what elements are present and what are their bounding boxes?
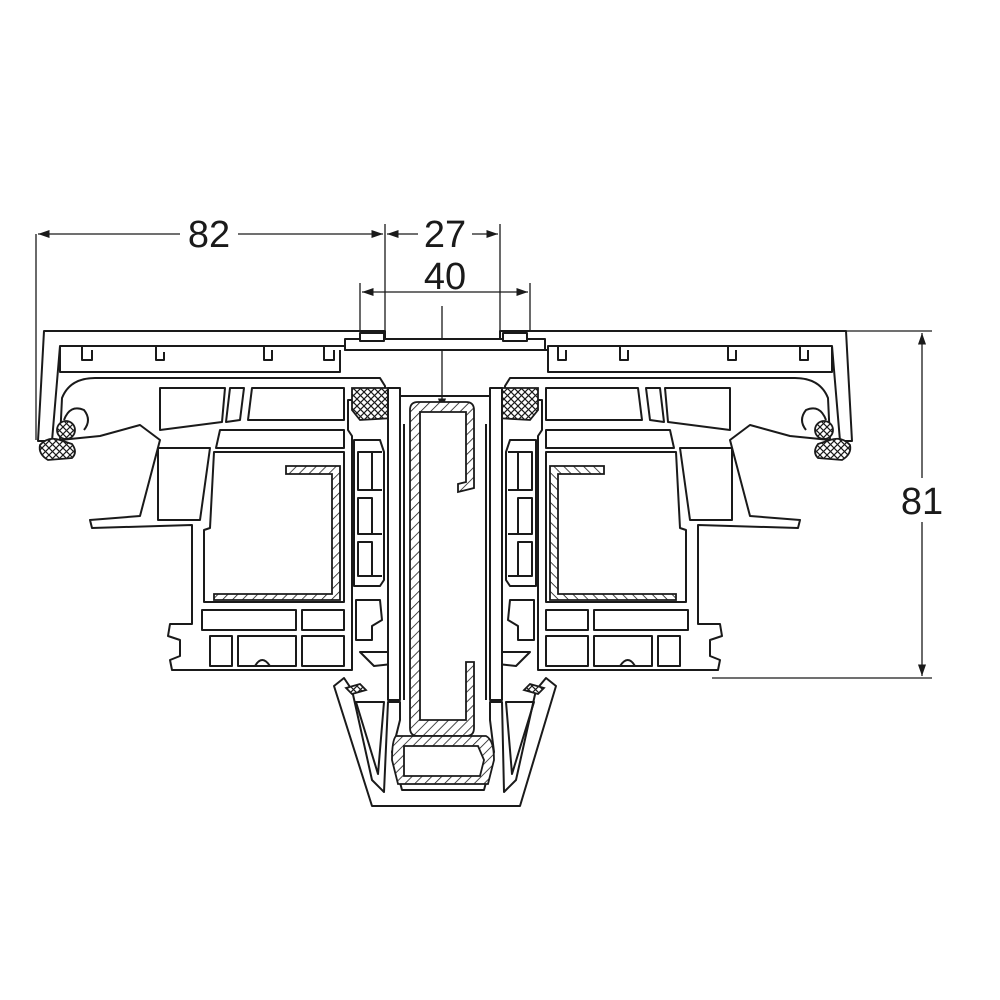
dimension-82: 82	[35, 214, 386, 440]
dimension-27: 27	[387, 214, 501, 345]
left-main-profile	[59, 377, 386, 671]
right-main-profile	[504, 377, 852, 671]
left-edge-gasket	[38, 437, 76, 461]
top-cover-profile	[37, 330, 853, 442]
dimension-label-81: 81	[901, 481, 943, 523]
dimension-label-82: 82	[188, 214, 230, 256]
dimension-label-27: 27	[424, 214, 466, 256]
left-tip-seal	[56, 420, 76, 440]
center-mullion	[333, 387, 557, 807]
dimension-label-40: 40	[424, 256, 466, 298]
dimension-81: 81	[712, 330, 943, 679]
